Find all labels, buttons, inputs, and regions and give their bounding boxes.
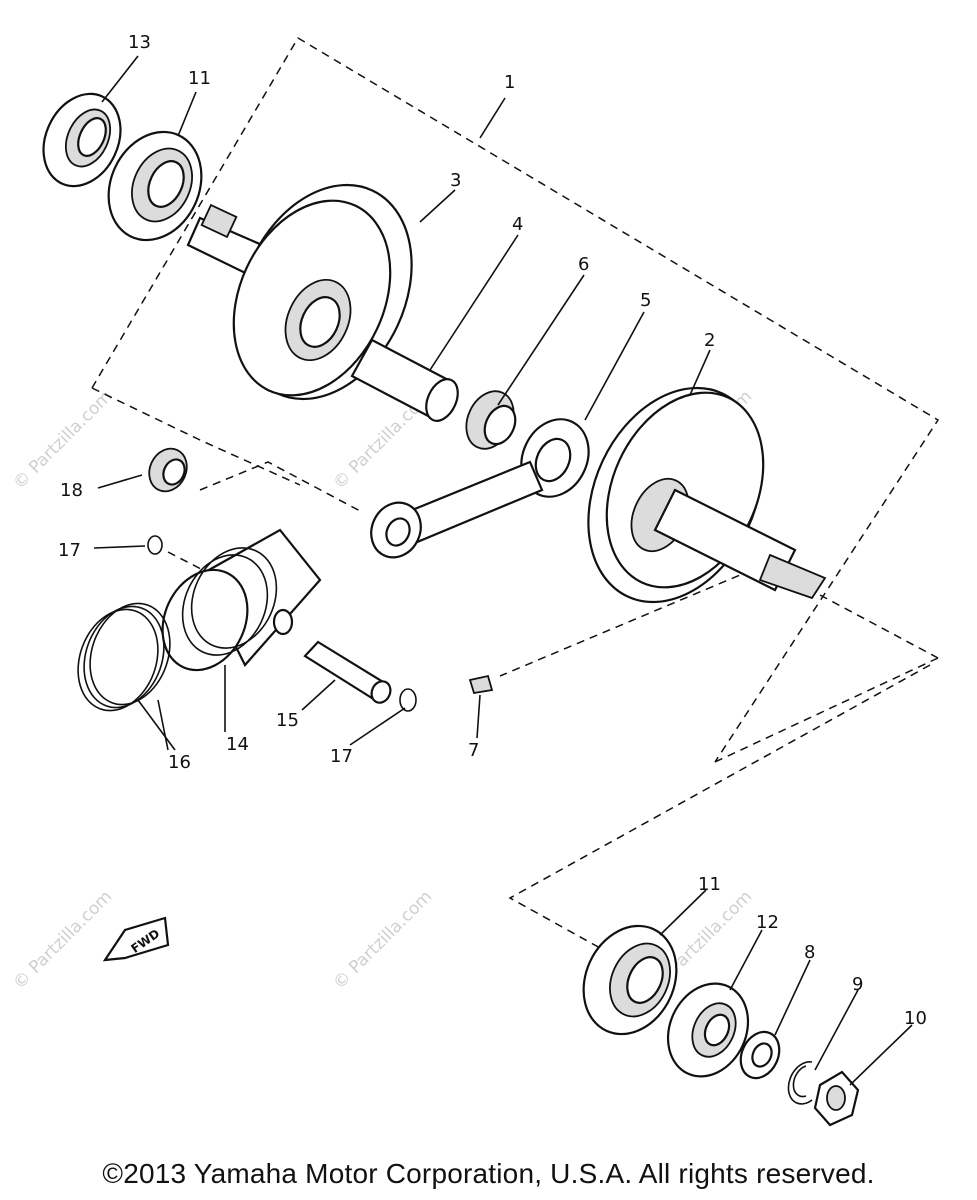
callout-9: 9 — [852, 974, 863, 995]
small-end-bearing — [148, 447, 188, 493]
callout-5: 5 — [640, 290, 651, 311]
oil-seal-left — [42, 92, 122, 188]
piston-pin — [303, 640, 392, 704]
crank-pin — [350, 338, 459, 422]
callout-18: 18 — [60, 480, 83, 501]
callout-3: 3 — [450, 170, 461, 191]
callout-17-lower: 17 — [330, 746, 353, 767]
needle-bearing-big-end — [465, 390, 517, 450]
callout-1: 1 — [504, 72, 515, 93]
leader-lines — [93, 55, 913, 1086]
connecting-rod — [370, 418, 590, 559]
callout-labels: 13 11 1 3 4 6 5 2 18 17 14 15 17 16 7 11… — [58, 32, 927, 1029]
lock-washer — [787, 1061, 813, 1105]
callout-14: 14 — [226, 734, 249, 755]
callout-16: 16 — [168, 752, 191, 773]
watermark-text: © Partzilla.com — [329, 887, 436, 994]
circlip-upper — [147, 535, 163, 555]
callout-2: 2 — [704, 330, 715, 351]
piston — [161, 528, 322, 672]
fwd-direction-arrow: FWD — [102, 916, 170, 962]
callout-11-left: 11 — [188, 68, 211, 89]
copyright-notice: ©2013 Yamaha Motor Corporation, U.S.A. A… — [102, 1158, 875, 1189]
washer — [739, 1030, 781, 1080]
bearing-left — [107, 130, 203, 242]
callout-13: 13 — [128, 32, 151, 53]
callout-10: 10 — [904, 1008, 927, 1029]
callout-6: 6 — [578, 254, 589, 275]
watermark-text: © Partzilla.com — [9, 887, 116, 994]
bearing-right — [582, 924, 678, 1036]
callout-8: 8 — [804, 942, 815, 963]
oil-seal-right — [666, 982, 750, 1078]
circlip-lower — [399, 688, 417, 712]
callout-17-upper: 17 — [58, 540, 81, 561]
callout-7: 7 — [468, 740, 479, 761]
callout-4: 4 — [512, 214, 523, 235]
callout-12: 12 — [756, 912, 779, 933]
nut — [813, 1070, 860, 1127]
callout-15: 15 — [276, 710, 299, 731]
crank-web-right — [587, 386, 827, 604]
watermark-text: © Partzilla.com — [9, 387, 116, 494]
piston-rings — [77, 602, 171, 712]
callout-11-right: 11 — [698, 874, 721, 895]
woodruff-key — [468, 674, 494, 695]
